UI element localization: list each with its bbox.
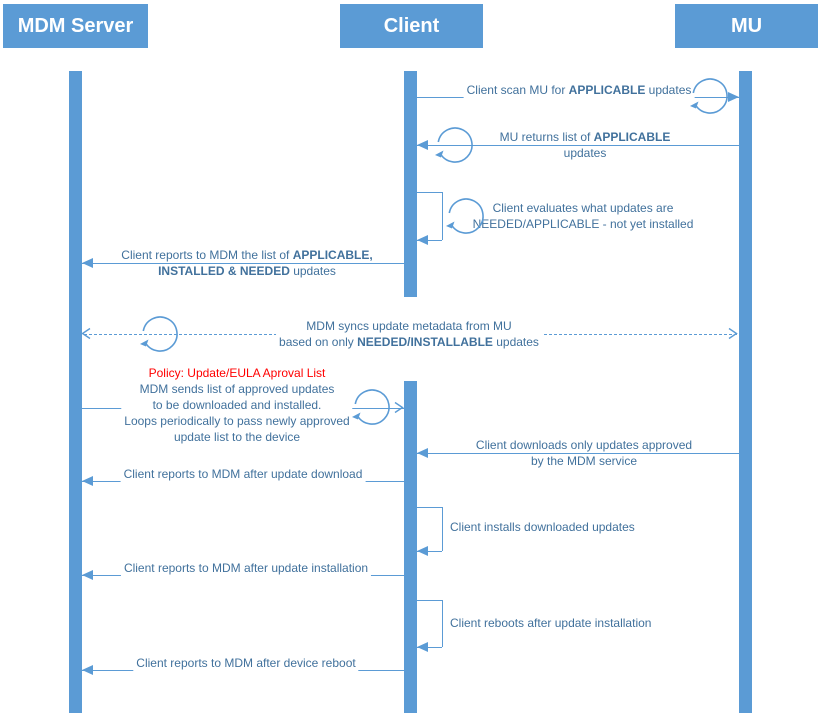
- actor-mdm-server: MDM Server: [3, 4, 148, 48]
- open-arrowhead-right-icon: [394, 401, 404, 414]
- arrowhead-left-icon: [82, 570, 93, 580]
- loop-icon: [140, 316, 178, 352]
- arrowhead-left-icon: [417, 448, 428, 458]
- arrowhead-left-icon: [417, 546, 428, 556]
- message-label-report-reboot: Client reports to MDM after device reboo…: [133, 655, 359, 671]
- actor-mdm-server-label: MDM Server: [17, 14, 134, 37]
- selfloop-installs-bottom: [417, 551, 442, 552]
- selfloop-reboots-side: [442, 600, 443, 647]
- policy-title: Policy: Update/EULA Aproval List: [148, 366, 326, 380]
- message-label-report-list: Client reports to MDM the list of APPLIC…: [121, 248, 373, 278]
- message-label-reboots: Client reboots after update installation: [450, 616, 652, 630]
- loop-icon: [435, 127, 473, 163]
- selfloop-evaluates-bottom: [417, 240, 442, 241]
- selfloop-installs-top: [417, 507, 442, 508]
- arrowhead-left-icon: [417, 235, 428, 245]
- selfloop-evaluates-top: [417, 192, 442, 193]
- open-arrowhead-left-icon: [81, 327, 91, 340]
- message-line-downloads: [417, 453, 739, 454]
- message-label-sync: MDM syncs update metadata from MU based …: [276, 318, 542, 350]
- lifeline-mu: [739, 71, 752, 713]
- message-label-policy-approved: Policy: Update/EULA Aproval List MDM sen…: [121, 365, 353, 445]
- loop-icon: [690, 78, 728, 114]
- lifeline-mdm-server: [69, 71, 82, 713]
- message-line-mu-returns: [417, 145, 739, 146]
- arrowhead-left-icon: [417, 642, 428, 652]
- message-label-evaluates: Client evaluates what updates are NEEDED…: [472, 201, 694, 231]
- arrowhead-left-icon: [82, 258, 93, 268]
- selfloop-evaluates-side: [442, 192, 443, 240]
- message-line-report-list: [82, 263, 404, 264]
- arrowhead-right-icon: [728, 92, 739, 102]
- lifeline-client-segment-2: [404, 381, 417, 713]
- arrowhead-left-icon: [82, 476, 93, 486]
- lifeline-client-segment-1: [404, 71, 417, 297]
- loop-icon: [446, 198, 484, 234]
- message-label-report-install: Client reports to MDM after update insta…: [120, 560, 372, 576]
- arrowhead-left-icon: [417, 140, 428, 150]
- message-label-downloads: Client downloads only updates approved b…: [475, 438, 693, 468]
- message-label-installs: Client installs downloaded updates: [450, 520, 635, 534]
- loop-icon: [352, 389, 390, 425]
- selfloop-reboots-top: [417, 600, 442, 601]
- actor-mu-label: MU: [730, 14, 763, 37]
- message-label-report-download: Client reports to MDM after update downl…: [120, 466, 366, 482]
- actor-client-label: Client: [383, 14, 440, 37]
- actor-mu: MU: [675, 4, 818, 48]
- message-label-scan: Client scan MU for APPLICABLE updates: [463, 82, 695, 98]
- selfloop-installs-side: [442, 507, 443, 551]
- selfloop-reboots-bottom: [417, 647, 442, 648]
- arrowhead-left-icon: [82, 665, 93, 675]
- actor-client: Client: [340, 4, 483, 48]
- open-arrowhead-right-icon: [728, 327, 738, 340]
- message-label-mu-returns: MU returns list of APPLICABLE updates: [499, 130, 671, 160]
